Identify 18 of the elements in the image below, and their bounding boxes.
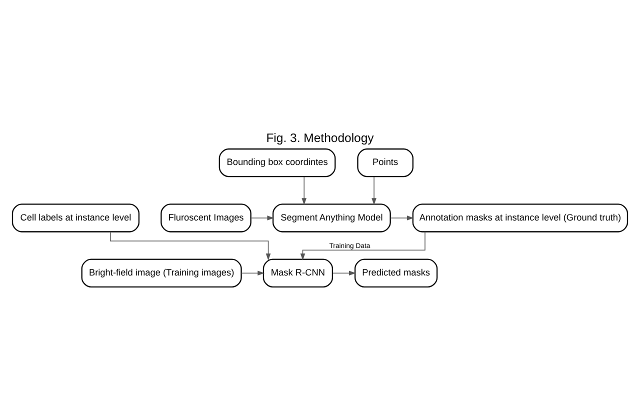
node-box: Cell labels at instance level: [12, 204, 140, 232]
node-box: Mask R-CNN: [262, 258, 334, 288]
arrow: [250, 216, 274, 220]
arrow: [110, 231, 271, 260]
arrow: [372, 176, 376, 206]
node-box: Segment Anything Model: [272, 204, 391, 232]
arrow: [332, 270, 356, 276]
node-box: Fluroscent Images: [160, 204, 252, 232]
node-box: Bright-field image (Training images): [81, 258, 242, 288]
node-box: Points: [357, 148, 414, 178]
arrow: [390, 216, 414, 220]
arrow: [240, 270, 265, 276]
arrow: [302, 176, 307, 206]
node-box: Predicted masks: [354, 258, 438, 288]
node-box: Bounding box coordintes: [218, 148, 336, 178]
arrow: [300, 231, 426, 260]
node-box: Annotation masks at instance level (Ground truth): [412, 204, 628, 232]
diagram-title: Fig. 3. Methodology: [266, 130, 374, 145]
